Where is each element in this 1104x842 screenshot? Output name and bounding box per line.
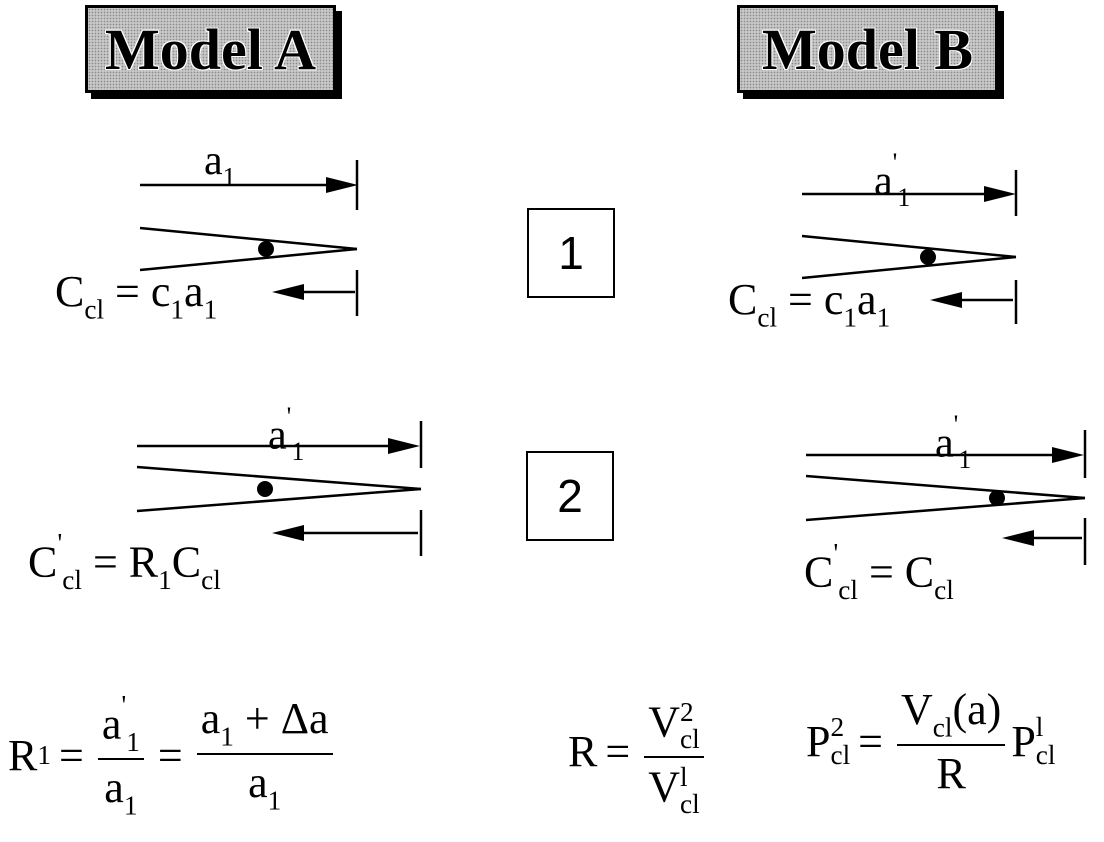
step-2-box: 2 [526, 451, 614, 541]
model-a-title: Model A [104, 16, 317, 82]
b1-length-label: a'1 [874, 148, 911, 213]
b1-crack-upper-face [801, 234, 1017, 259]
step-2-label: 2 [557, 470, 583, 522]
b2-closure-arrowhead [1002, 530, 1034, 546]
a2-contact-point [257, 481, 273, 497]
b1-closure-equation: Ccl = c1a1 [728, 275, 891, 333]
step-1-box: 1 [527, 208, 615, 298]
b2-crack-upper-face [805, 474, 1086, 500]
diagram-b1 [801, 170, 1018, 324]
diagram-b2 [805, 430, 1087, 565]
a1-length-arrowhead [326, 177, 358, 193]
a2-closure-arrowhead [272, 525, 304, 541]
a2-length-label: a'1 [268, 402, 305, 467]
r1-fraction-growth: a1 + Δa a1 [196, 697, 333, 814]
b1-length-arrowhead [984, 186, 1016, 202]
b2-contact-point [989, 490, 1005, 506]
a1-closure-arrowhead [272, 284, 304, 300]
model-b-title: Model B [761, 16, 974, 82]
a1-crack-lower-face [139, 247, 358, 272]
b2-length-arrowhead [1052, 447, 1084, 463]
r1-fraction-ratio: a'1 a1 [97, 691, 144, 820]
step-1-label: 1 [558, 227, 584, 279]
model-b-title-box: Model B [737, 5, 998, 93]
p-fraction: Vcl(a) R [897, 688, 1006, 796]
a2-closure-equation: C'cl = R1Ccl [28, 528, 221, 595]
a2-crack-upper-face [136, 465, 422, 491]
a1-length-label: a1 [204, 138, 236, 192]
a2-length-arrowhead [388, 438, 420, 454]
b1-crack-lower-face [801, 255, 1017, 280]
diagram-a1 [139, 160, 359, 316]
model-a-title-box: Model A [85, 5, 336, 93]
b2-length-label: a'1 [935, 410, 972, 475]
b2-closure-equation: C'cl = Ccl [804, 538, 954, 605]
a1-crack-upper-face [139, 226, 358, 251]
a2-crack-lower-face [136, 487, 422, 513]
diagram-a2 [136, 421, 423, 556]
a1-closure-equation: Ccl = c1a1 [55, 267, 218, 325]
a1-contact-point [258, 241, 274, 257]
b1-contact-point [920, 249, 936, 265]
b1-closure-arrowhead [930, 292, 962, 308]
b2-crack-lower-face [805, 496, 1086, 522]
